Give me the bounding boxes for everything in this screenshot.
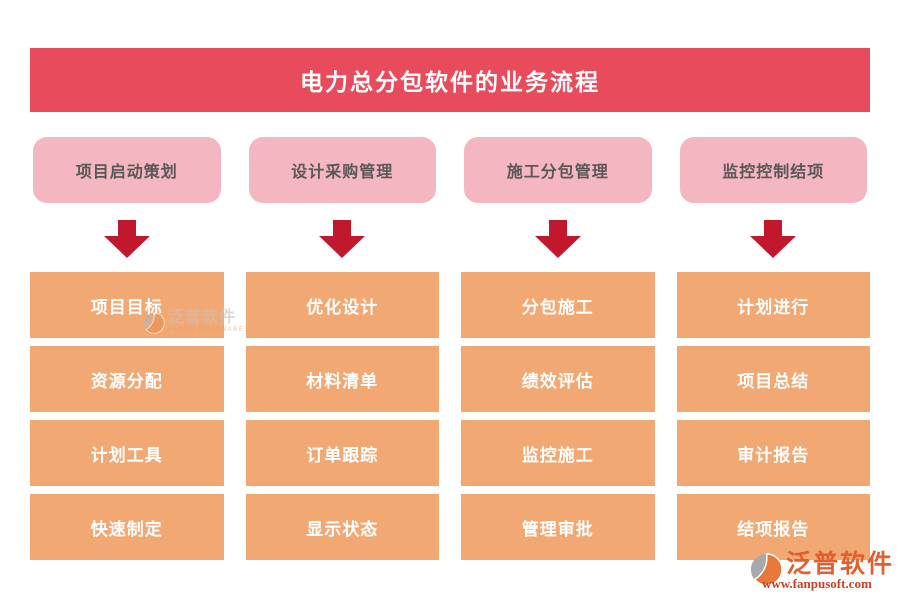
task-box: 绩效评估: [461, 346, 655, 412]
brand-name: 泛普软件: [168, 309, 237, 326]
fanpu-logo-icon: [750, 553, 783, 586]
flow-column-2: 设计采购管理 优化设计 材料清单 订单跟踪 显示状态: [245, 137, 439, 560]
stage-header-3: 施工分包管理: [464, 137, 652, 203]
task-box: 项目目标: [30, 272, 224, 338]
flow-diagram: 项目启动策划 项目目标 资源分配 计划工具 快速制定 设计采购管理 优化设计 材…: [30, 137, 870, 560]
flow-column-3: 施工分包管理 分包施工 绩效评估 监控施工 管理审批: [461, 137, 655, 560]
diagram-title-banner: 电力总分包软件的业务流程: [30, 48, 870, 112]
down-arrow-icon: [534, 220, 581, 258]
flow-column-4: 监控控制结项 计划进行 项目总结 审计报告 结项报告: [676, 137, 870, 560]
watermark-text-block: 泛普软件 FANPU SOFTWARE: [168, 309, 244, 334]
task-box: 结项报告: [676, 494, 870, 560]
brand-name: 泛普软件: [785, 550, 894, 578]
down-arrow-icon: [750, 220, 797, 258]
task-box: 快速制定: [30, 494, 224, 560]
flow-column-1: 项目启动策划 项目目标 资源分配 计划工具 快速制定: [30, 137, 224, 560]
task-box: 订单跟踪: [245, 420, 439, 486]
task-box: 监控施工: [461, 420, 655, 486]
task-box: 审计报告: [676, 420, 870, 486]
task-box: 项目总结: [676, 346, 870, 412]
fanpu-logo-icon: [143, 312, 165, 334]
task-box: 显示状态: [245, 494, 439, 560]
stage-header-4: 监控控制结项: [679, 137, 867, 203]
brand-subtitle: FANPU SOFTWARE: [168, 327, 245, 333]
brand-url: www.fanpusoft.com: [761, 576, 872, 591]
stage-header-2: 设计采购管理: [248, 137, 436, 203]
task-box: 材料清单: [245, 346, 439, 412]
down-arrow-icon: [103, 220, 150, 258]
task-box: 优化设计: [245, 272, 439, 338]
task-box: 资源分配: [30, 346, 224, 412]
stage-header-1: 项目启动策划: [33, 137, 221, 203]
watermark-mid: 泛普软件 FANPU SOFTWARE: [143, 309, 244, 334]
brand-text-block: 泛普软件 www.fanpusoft.com: [762, 550, 894, 591]
watermark-bottom-right: 泛普软件 www.fanpusoft.com: [750, 551, 894, 591]
down-arrow-icon: [319, 220, 366, 258]
task-box: 计划进行: [676, 272, 870, 338]
page-title: 电力总分包软件的业务流程: [300, 69, 600, 95]
task-box: 分包施工: [461, 272, 655, 338]
task-box: 管理审批: [461, 494, 655, 560]
task-box: 计划工具: [30, 420, 224, 486]
